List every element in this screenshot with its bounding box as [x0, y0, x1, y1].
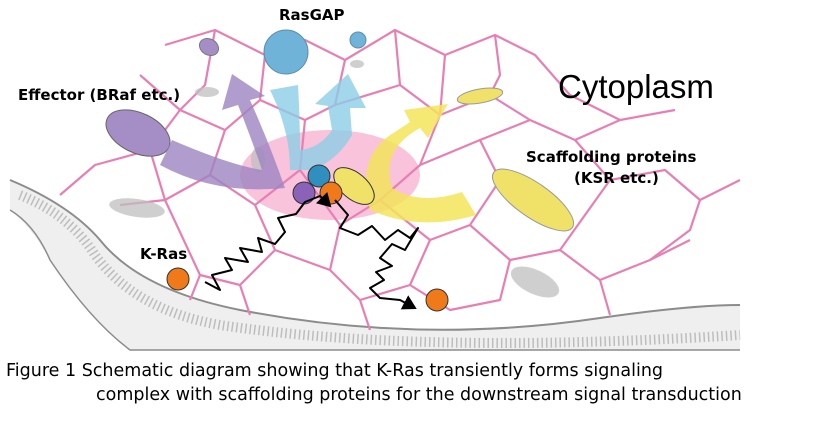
- effector-label: Effector (BRaf etc.): [18, 86, 180, 104]
- caption-line2: complex with scaffolding proteins for th…: [6, 383, 742, 407]
- rasgap-small: [350, 32, 366, 48]
- rasgap-protein: [264, 30, 308, 74]
- cytoplasm-label: Cytoplasm: [558, 68, 714, 106]
- scaffold-protein: [484, 159, 582, 242]
- scaffold-label-line1: Scaffolding proteins: [526, 148, 696, 166]
- caption-line1: Figure 1 Schematic diagram showing that …: [6, 359, 742, 383]
- kras-molecule: [167, 268, 189, 290]
- kras-molecule: [426, 289, 448, 311]
- scaffold-label-line2: (KSR etc.): [574, 169, 659, 187]
- kras-label: K-Ras: [140, 245, 187, 263]
- effector-small: [196, 35, 221, 59]
- scaffold-small: [456, 85, 504, 107]
- rasgap-label: RasGAP: [279, 6, 345, 24]
- figure-caption: Figure 1 Schematic diagram showing that …: [6, 359, 742, 407]
